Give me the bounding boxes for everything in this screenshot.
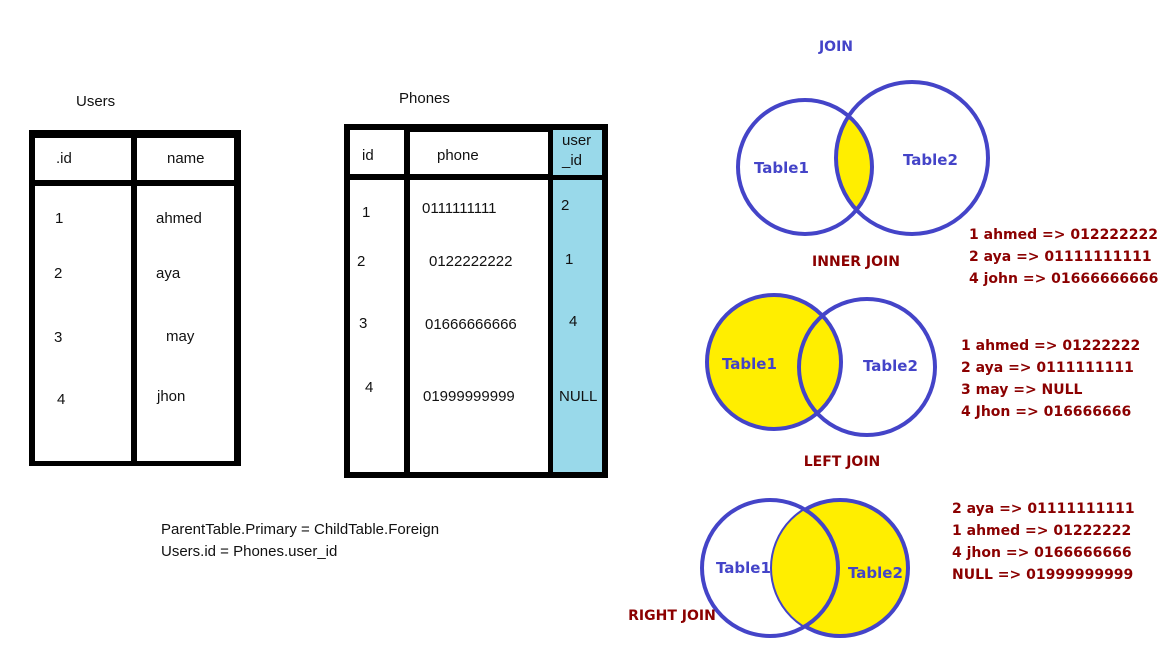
users-cell-id: 4 (57, 391, 66, 408)
users-header-id-cell (35, 138, 131, 180)
phones-cell-userid: 2 (561, 197, 570, 214)
result-line: 3 may => NULL (961, 382, 1083, 398)
right-join-table1-label: Table1 (716, 559, 771, 577)
phones-header-phone: phone (437, 147, 479, 164)
users-cell-name: jhon (157, 388, 186, 405)
users-cell-id: 3 (54, 329, 63, 346)
phones-header-userid: user _id (562, 132, 592, 169)
phones-header-phone-cell (410, 132, 548, 174)
phones-cell-phone: 0111111111 (422, 200, 497, 217)
right-join-results: 2 aya => 01111111111 1 ahmed => 01222222… (952, 498, 1135, 586)
phones-cell-userid: NULL (559, 388, 598, 405)
phones-header-id-cell (350, 130, 404, 174)
formula-line: ParentTable.Primary = ChildTable.Foreign (161, 521, 440, 538)
inner-join-table1-label: Table1 (754, 159, 809, 177)
users-cell-name: ahmed (156, 210, 202, 227)
left-join-label: LEFT JOIN (804, 454, 881, 470)
right-join-overlap (772, 500, 838, 636)
result-line: NULL => 01999999999 (952, 567, 1134, 583)
users-cell-name: aya (156, 265, 181, 282)
result-line: 4 Jhon => 016666666 (961, 404, 1132, 420)
inner-join-circle-table1 (736, 98, 874, 236)
left-join-diagram: Table1 Table2 LEFT JOIN (705, 293, 937, 470)
left-join-circle-table1 (705, 293, 843, 431)
users-cell-name: may (166, 328, 195, 345)
result-line: 2 aya => 01111111111 (969, 249, 1152, 265)
inner-join-table2-label: Table2 (903, 151, 958, 169)
users-header-name-cell (137, 138, 234, 180)
users-cell-id: 2 (54, 265, 63, 282)
phones-cell-userid: 1 (565, 251, 574, 268)
result-line: 2 aya => 0111111111 (961, 360, 1134, 376)
users-id-column (35, 186, 131, 461)
result-line: 4 jhon => 0166666666 (952, 545, 1132, 561)
phones-header-id: id (362, 147, 374, 164)
right-join-table2-label: Table2 (848, 564, 903, 582)
phones-caption: Phones (399, 90, 450, 107)
relation-formula: ParentTable.Primary = ChildTable.Foreign… (161, 519, 439, 563)
left-join-table2-label: Table2 (863, 357, 918, 375)
phones-cell-id: 4 (365, 379, 374, 396)
users-cell-id: 1 (55, 210, 64, 227)
result-line: 1 ahmed => 012222222 (969, 227, 1158, 243)
right-join-circle-table1 (700, 498, 840, 638)
inner-join-label: INNER JOIN (812, 254, 900, 270)
phones-cell-userid: 4 (569, 313, 578, 330)
users-header-id: .id (56, 150, 72, 167)
inner-join-circle-table2 (834, 80, 990, 236)
left-join-results: 1 ahmed => 01222222 2 aya => 0111111111 … (961, 335, 1140, 423)
left-join-table1-label: Table1 (722, 355, 777, 373)
phones-cell-phone: 0122222222 (429, 253, 513, 270)
phones-cell-phone: 01999999999 (423, 388, 515, 405)
formula-line: Users.id = Phones.user_id (161, 543, 338, 560)
phones-id-column (350, 180, 404, 472)
users-header-name: name (167, 150, 205, 167)
result-line: 1 ahmed => 01222222 (952, 523, 1132, 539)
right-join-label: RIGHT JOIN (628, 608, 716, 624)
phones-cell-phone: 01666666666 (425, 316, 517, 333)
result-line: 2 aya => 01111111111 (952, 501, 1135, 517)
phones-phone-column (410, 180, 548, 472)
phones-userid-column (553, 180, 602, 472)
right-join-diagram: Table1 Table2 RIGHT JOIN (628, 498, 910, 638)
inner-join-diagram: Table1 Table2 INNER JOIN (736, 80, 990, 270)
phones-cell-id: 2 (357, 253, 366, 270)
left-join-circle-table2 (797, 297, 937, 437)
join-title: JOIN (818, 39, 853, 55)
phones-cell-id: 1 (362, 204, 371, 221)
inner-join-results: 1 ahmed => 012222222 2 aya => 0111111111… (969, 224, 1158, 290)
phones-header-userid-cell (553, 130, 602, 175)
result-line: 1 ahmed => 01222222 (961, 338, 1141, 354)
users-name-column (137, 186, 234, 461)
result-line: 4 john => 01666666666 (969, 271, 1158, 287)
users-caption: Users (76, 93, 116, 110)
phones-cell-id: 3 (359, 315, 368, 332)
